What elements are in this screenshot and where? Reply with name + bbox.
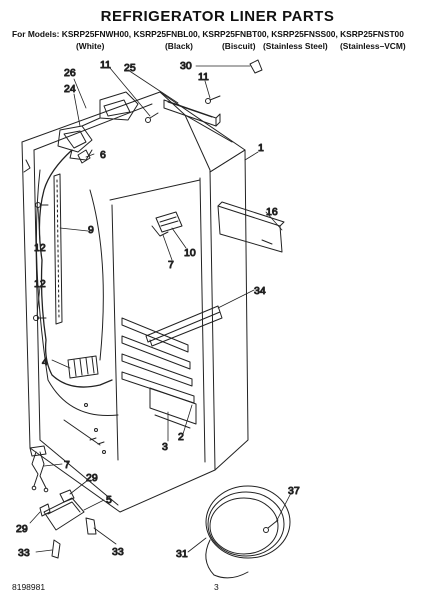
models-line: For Models: KSRP25FNWH00, KSRP25FNBL00, … — [12, 29, 404, 39]
screw-11-right — [205, 95, 221, 104]
part-34-shelf — [145, 305, 223, 347]
light-housing — [57, 91, 139, 161]
part-6 — [77, 149, 91, 164]
callout-29-upper: 29 — [86, 472, 98, 484]
callout-6: 6 — [100, 149, 106, 161]
part-9-rail — [53, 173, 63, 325]
part-29-clip — [39, 503, 51, 517]
callout-33-left: 33 — [18, 547, 30, 559]
callout-26: 25 — [124, 62, 136, 74]
leader-lines — [29, 65, 292, 553]
callout-37: 37 — [288, 485, 300, 497]
callout-34: 34 — [254, 285, 266, 297]
page-title: REFRIGERATOR LINER PARTS — [100, 8, 335, 25]
callout-11-right: 11 — [198, 71, 209, 83]
variant-stainless-vcm: (Stainless–VCM) — [340, 41, 406, 51]
callout-9: 9 — [88, 224, 94, 236]
refrigerator-liner — [21, 91, 249, 513]
part-30-bracket — [249, 59, 263, 74]
variant-stainless-steel: (Stainless Steel) — [263, 41, 328, 51]
callout-12-lower: 12 — [34, 278, 46, 290]
callout-11-left: 11 — [100, 59, 111, 71]
part-16-cover — [217, 201, 285, 253]
callout-31: 31 — [176, 548, 188, 560]
callout-8: 7 — [168, 259, 174, 271]
part-4-grille — [67, 355, 99, 379]
part-26-rail — [163, 99, 221, 127]
callout-5: 5 — [106, 494, 112, 506]
page-number: 3 — [214, 582, 219, 592]
part-33-bulb-right — [85, 517, 97, 535]
screw-12-lower — [33, 315, 47, 321]
variant-black: (Black) — [165, 41, 193, 51]
callout-2: 2 — [178, 431, 184, 443]
callout-4: 4 — [42, 356, 48, 368]
part-31-tube-coil — [205, 485, 291, 579]
callout-labels: 26 24 11 25 30 11 6 1 9 12 16 10 7 12 34… — [16, 59, 301, 561]
wire-harness — [38, 149, 113, 388]
callout-7: 7 — [64, 459, 70, 471]
callout-3: 3 — [162, 441, 168, 453]
callout-24: 24 — [64, 83, 76, 95]
callout-12-upper: 12 — [34, 242, 46, 254]
callout-29-lower: 29 — [16, 523, 28, 535]
part-33-bulb-left — [51, 539, 61, 559]
variant-biscuit: (Biscuit) — [222, 41, 256, 51]
callout-33-right: 33 — [112, 546, 124, 558]
callout-1: 1 — [258, 142, 264, 154]
callout-10: 10 — [184, 247, 196, 259]
callout-30: 30 — [180, 60, 192, 72]
document-number: 8198981 — [12, 582, 46, 592]
variant-white: (White) — [76, 41, 105, 51]
part-8-10-lamp — [151, 211, 183, 237]
part-5-housing — [43, 489, 85, 531]
callout-25: 26 — [64, 67, 76, 79]
screw-11-left — [145, 112, 159, 123]
callout-16: 16 — [266, 206, 278, 218]
part-7-harness — [29, 445, 49, 493]
